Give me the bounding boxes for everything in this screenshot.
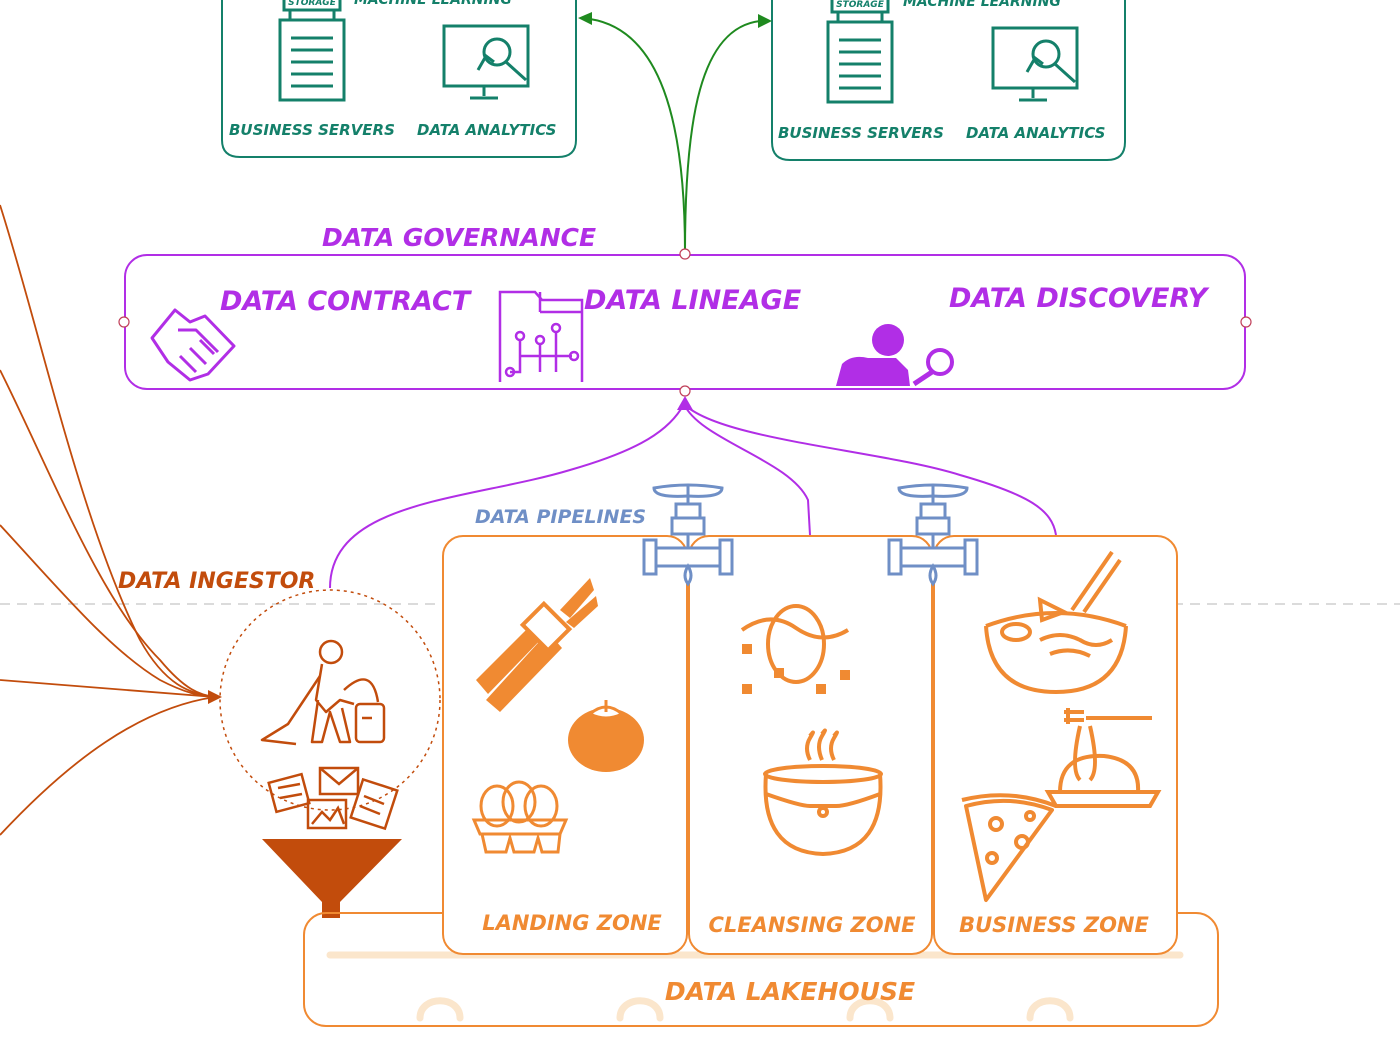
server-icon bbox=[826, 0, 894, 104]
machine-learning-label: MACHINE LEARNING bbox=[354, 0, 512, 8]
data-lakehouse-label: DATA LAKEHOUSE bbox=[665, 977, 915, 1006]
ingestor-arrowhead bbox=[208, 690, 222, 704]
valve-icon bbox=[642, 483, 734, 587]
arrowhead-left bbox=[578, 12, 592, 25]
cleansing-zone-label: CLEANSING ZONE bbox=[708, 913, 916, 937]
business-zone-label: BUSINESS ZONE bbox=[959, 913, 1149, 937]
data-analytics-label: DATA ANALYTICS bbox=[417, 121, 556, 139]
business-servers-label: BUSINESS SERVERS bbox=[778, 124, 944, 142]
business-zone-box bbox=[933, 535, 1178, 955]
storage-label: STORAGE bbox=[836, 0, 885, 10]
data-pipelines-label: DATA PIPELINES bbox=[475, 506, 646, 528]
lineage-folder-icon bbox=[498, 290, 584, 382]
monitor-analytics-icon bbox=[442, 24, 530, 100]
data-ingestor-label: DATA INGESTOR bbox=[118, 569, 315, 594]
data-contract-label: DATA CONTRACT bbox=[220, 286, 473, 317]
source-curves bbox=[0, 204, 216, 836]
pipeline-arrowhead bbox=[677, 396, 693, 410]
governance-box bbox=[124, 254, 1246, 390]
funnel-icon bbox=[262, 839, 402, 918]
data-lineage-label: DATA LINEAGE bbox=[584, 285, 802, 316]
pizza-icon bbox=[961, 793, 1057, 902]
tomato-icon bbox=[568, 700, 644, 772]
server-icon bbox=[278, 0, 346, 102]
landing-zone-box bbox=[442, 535, 688, 955]
data-discovery-label: DATA DISCOVERY bbox=[949, 283, 1210, 314]
files-icon bbox=[267, 766, 399, 831]
data-governance-title: DATA GOVERNANCE bbox=[322, 223, 596, 252]
monitor-analytics-icon bbox=[991, 26, 1079, 102]
eggs-icon bbox=[471, 780, 569, 854]
ramen-icon bbox=[984, 550, 1128, 695]
pipeline-curves bbox=[329, 403, 1057, 589]
data-analytics-label: DATA ANALYTICS bbox=[966, 124, 1105, 142]
cleansing-zone-box bbox=[688, 535, 933, 955]
top-panel-right: STORAGE MACHINE LEARNING BUSINESS SERVER… bbox=[771, 0, 1126, 161]
top-panel-left: STORAGE MACHINE LEARNING BUSINESS SERVER… bbox=[221, 0, 577, 158]
carrots-icon bbox=[476, 578, 598, 712]
valve-icon bbox=[887, 483, 979, 587]
business-servers-label: BUSINESS SERVERS bbox=[229, 121, 395, 139]
ingestor-circle bbox=[219, 589, 441, 811]
governance-to-panels-arrows bbox=[589, 18, 761, 253]
storage-label: STORAGE bbox=[288, 0, 337, 8]
cleaner-icon bbox=[260, 639, 386, 746]
person-search-icon bbox=[836, 324, 954, 387]
landing-zone-label: LANDING ZONE bbox=[482, 911, 662, 935]
machine-learning-label: MACHINE LEARNING bbox=[903, 0, 1061, 10]
egg-icon bbox=[740, 604, 850, 694]
pot-icon bbox=[763, 728, 883, 857]
handshake-icon bbox=[150, 308, 236, 382]
spaghetti-icon bbox=[1044, 708, 1162, 808]
arrowhead-right bbox=[758, 14, 772, 28]
